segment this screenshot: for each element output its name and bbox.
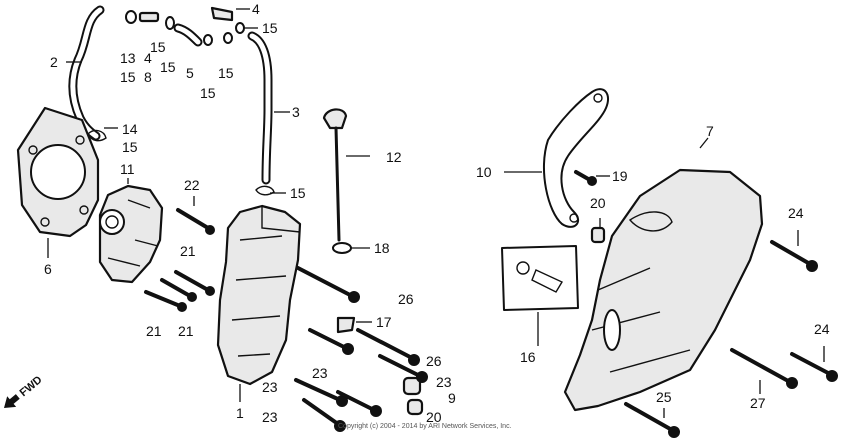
callout-1: 1 <box>236 405 244 421</box>
callout-15-f: 15 <box>122 139 138 155</box>
callout-11: 11 <box>120 161 135 177</box>
fwd-label: FWD <box>18 374 45 399</box>
dipstick-12 <box>322 108 348 242</box>
callout-25: 25 <box>656 389 672 405</box>
callout-3: 3 <box>292 104 300 120</box>
callout-20-bottom: 20 <box>426 409 442 425</box>
callout-6: 6 <box>44 261 52 277</box>
bolts <box>144 170 838 438</box>
callout-22: 22 <box>184 177 200 193</box>
callout-15-a: 15 <box>120 69 136 85</box>
callout-9: 9 <box>448 390 456 406</box>
fwd-indicator: FWD <box>4 374 45 408</box>
hose-5 <box>173 23 203 47</box>
callout-21-c: 21 <box>178 323 194 339</box>
callout-13: 13 <box>120 50 136 66</box>
oil-pump-11 <box>98 184 164 284</box>
crankcase-cover-7 <box>563 168 764 412</box>
callout-15-c: 15 <box>200 85 216 101</box>
callout-23-b: 23 <box>262 379 278 395</box>
callout-20-right: 20 <box>590 195 606 211</box>
callouts: 1 2 3 4 4 5 6 7 8 9 10 11 12 13 14 15 15… <box>44 1 830 425</box>
small-parts <box>336 226 606 416</box>
callout-24-b: 24 <box>814 321 830 337</box>
callout-16: 16 <box>520 349 536 365</box>
callout-10: 10 <box>476 164 492 180</box>
callout-26-a: 26 <box>398 291 414 307</box>
hose-2 <box>68 5 105 141</box>
hose-fittings <box>87 6 275 196</box>
callout-21-a: 21 <box>180 243 196 259</box>
callout-23-d: 23 <box>436 374 452 390</box>
pulse-generator-16 <box>501 245 579 311</box>
callout-2: 2 <box>50 54 58 70</box>
o-ring-18 <box>332 242 352 254</box>
callout-12: 12 <box>386 149 402 165</box>
callout-15-b: 15 <box>160 59 176 75</box>
callout-15-e: 15 <box>262 20 278 36</box>
gasket-6 <box>16 106 100 238</box>
callout-26-b: 26 <box>426 353 442 369</box>
callout-23-c: 23 <box>262 409 278 425</box>
callout-27: 27 <box>750 395 766 411</box>
copyright-text: Copyright (c) 2004 - 2014 by ARI Network… <box>338 423 512 430</box>
callout-17: 17 <box>376 314 392 330</box>
callout-5: 5 <box>186 65 194 81</box>
callout-18: 18 <box>374 240 390 256</box>
hose-3 <box>247 31 273 185</box>
callout-8: 8 <box>144 69 152 85</box>
crankcase-cover-1 <box>216 204 302 386</box>
callout-15-g: 15 <box>290 185 306 201</box>
callout-4-top: 4 <box>252 1 260 17</box>
callout-24-a: 24 <box>788 205 804 221</box>
callout-14: 14 <box>122 121 138 137</box>
callout-19: 19 <box>612 168 628 184</box>
bracket-10 <box>542 88 610 228</box>
fwd-arrow-icon <box>4 394 20 408</box>
callout-7: 7 <box>706 123 714 139</box>
leader-lines <box>47 8 825 418</box>
callout-21-b: 21 <box>146 323 162 339</box>
callout-15-h: 15 <box>150 39 166 55</box>
callout-4-left: 4 <box>144 50 152 66</box>
callout-23-a: 23 <box>312 365 328 381</box>
callout-15-d: 15 <box>218 65 234 81</box>
